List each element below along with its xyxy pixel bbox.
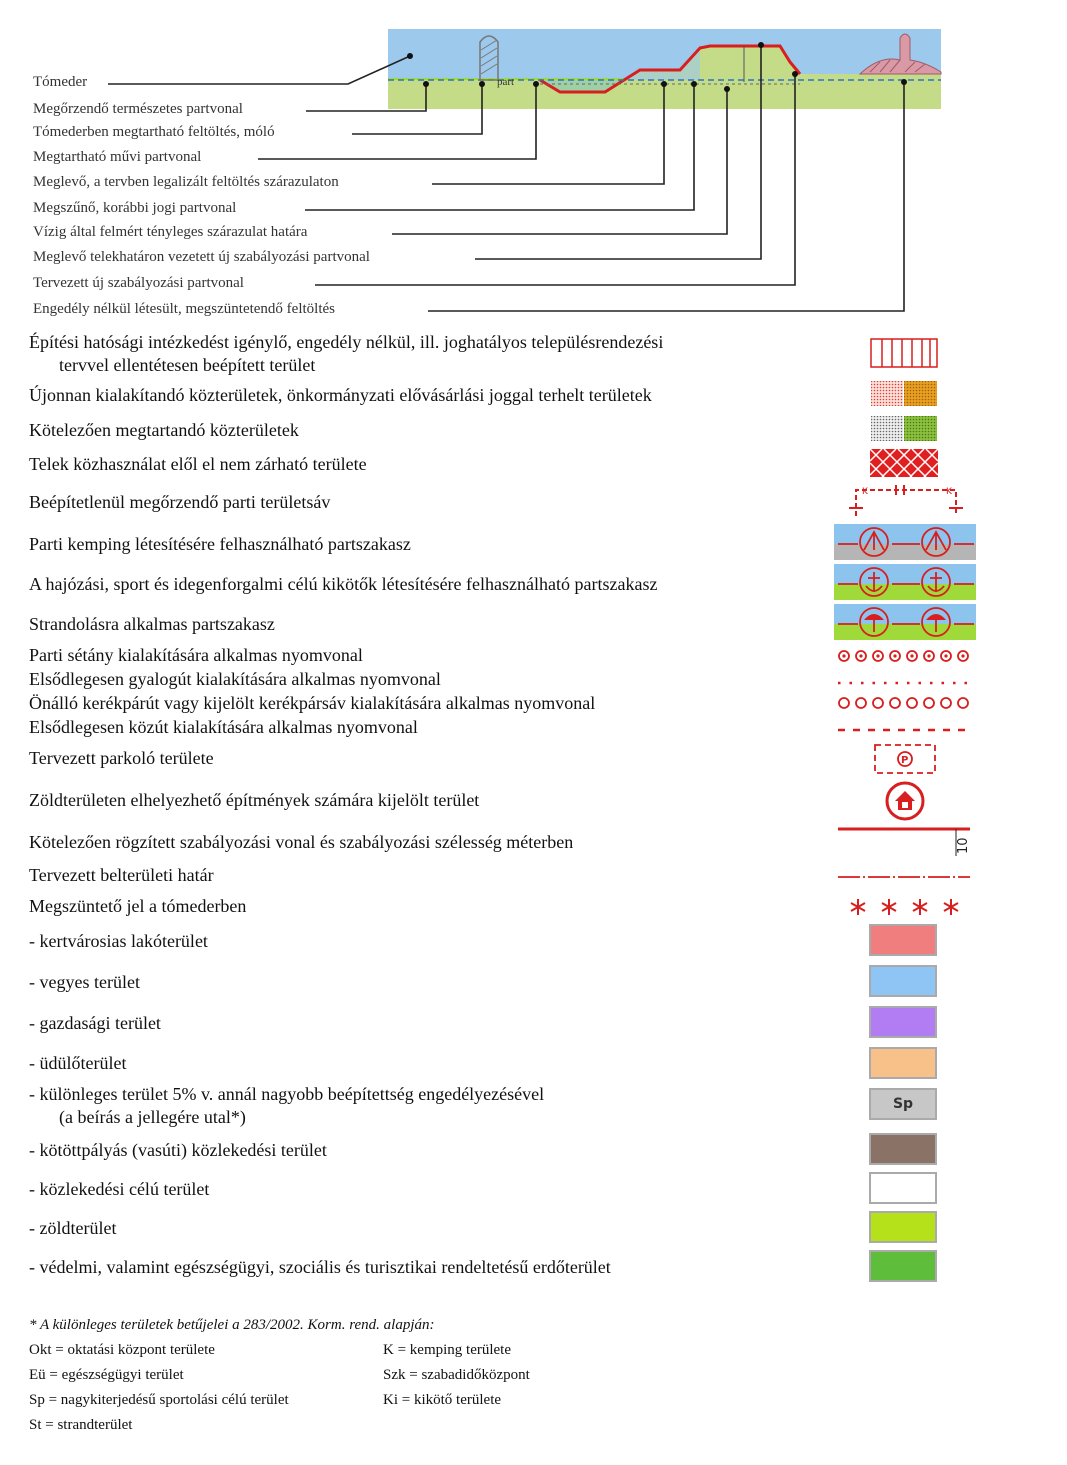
legend-row-beach: Strandolásra alkalmas partszakasz bbox=[29, 614, 275, 634]
parking-icon: P bbox=[874, 744, 936, 774]
red-crosshatch-symbol bbox=[870, 449, 938, 477]
swatch-mixed bbox=[869, 965, 937, 997]
red-dashed-bracket-symbol: K K bbox=[849, 485, 963, 516]
dotted-gray-green-swatch bbox=[871, 416, 937, 441]
legend-row-public-area: Kötelezően megtartandó közterületek bbox=[29, 420, 299, 440]
legend-row-transport: - közlekedési célú terület bbox=[29, 1179, 210, 1199]
hill-hatch-lines bbox=[869, 59, 926, 73]
legend-row-harbour: A hajózási, sport és idegenforgalmi célú… bbox=[29, 574, 658, 594]
legend-row-cycleway: Önálló kerékpárút vagy kijelölt kerékpár… bbox=[29, 693, 596, 713]
special-code: Sp bbox=[892, 1096, 914, 1112]
red-shoreline bbox=[539, 44, 802, 94]
swatch-resort bbox=[869, 1047, 937, 1079]
swatch-economic bbox=[869, 1006, 937, 1038]
red-vertical-hatch-symbol bbox=[870, 338, 938, 368]
regulation-width-value: 10 bbox=[956, 837, 971, 854]
pier-hatch-lines bbox=[480, 39, 498, 75]
diagram-label-pier-fill: Tómederben megtartható feltöltés, móló bbox=[33, 124, 275, 140]
diagram-label-surveyed-boundary: Vízig által felmért tényleges szárazulat… bbox=[33, 224, 308, 240]
hill-profile bbox=[858, 33, 942, 75]
legend-row-economic: - gazdasági terület bbox=[29, 1013, 161, 1033]
swatch-special: Sp bbox=[869, 1088, 937, 1120]
svg-text:K: K bbox=[946, 487, 953, 497]
diagram-label-planned-shoreline: Tervezett új szabályozási partvonal bbox=[33, 275, 244, 291]
swatch-green bbox=[869, 1211, 937, 1243]
diagram-label-illegal-fill: Engedély nélkül létesült, megszüntetendő… bbox=[33, 301, 335, 317]
footnote-left-2: Sp = nagykiterjedésű sportolási célú ter… bbox=[29, 1392, 289, 1408]
legend-row-footpath: Elsődlegesen gyalogút kialakítására alka… bbox=[29, 669, 441, 689]
legend-row-mixed: - vegyes terület bbox=[29, 972, 140, 992]
footnote-left-3: St = strandterület bbox=[29, 1417, 133, 1433]
legend-row-camping: Parti kemping létesítésére felhasználhat… bbox=[29, 534, 411, 554]
legend-text-cont: tervvel ellentétesen beépített terület bbox=[59, 355, 316, 375]
swatch-transport bbox=[869, 1172, 937, 1204]
cross-section-diagram: part Tómeder Megőrzendő természetes part… bbox=[0, 0, 1067, 330]
legend-row-promenade: Parti sétány kialakítására alkalmas nyom… bbox=[29, 645, 363, 665]
footnote-title: * A különleges területek betűjelei a 283… bbox=[29, 1317, 435, 1333]
anchor-icon bbox=[834, 564, 976, 600]
footnote-right-0: K = kemping területe bbox=[383, 1342, 512, 1358]
legend-row-parking: Tervezett parkoló területe bbox=[29, 748, 214, 768]
legend-row-public-use: Telek közhasználat elől el nem zárható t… bbox=[29, 454, 367, 474]
diagram-label-tomeder: Tómeder bbox=[33, 74, 88, 90]
red-circle-dot-line bbox=[838, 650, 969, 662]
legend-text: Építési hatósági intézkedést igénylő, en… bbox=[29, 332, 664, 352]
swatch-railway bbox=[869, 1133, 937, 1165]
red-dashed-line bbox=[838, 728, 970, 732]
boundary-line bbox=[838, 876, 970, 878]
umbrella-icon bbox=[834, 604, 976, 640]
legend-row-road: Elsődlegesen közút kialakítására alkalma… bbox=[29, 717, 418, 737]
footnote-right-1: Szk = szabadidőközpont bbox=[383, 1367, 530, 1383]
diagram-inline-part: part bbox=[497, 76, 514, 88]
legend-row-residential: - kertvárosias lakóterület bbox=[29, 931, 208, 951]
legend-row-new-public-area: Újonnan kialakítandó közterületek, önkor… bbox=[29, 385, 652, 405]
diagram-label-legalized-fill: Meglevő, a tervben legalizált feltöltés … bbox=[33, 174, 339, 190]
legend-row-resort: - üdülőterület bbox=[29, 1053, 127, 1073]
legend-text-cont: (a beírás a jellegére utal*) bbox=[59, 1107, 246, 1127]
footnote-left-1: Eü = egészségügyi terület bbox=[29, 1367, 184, 1383]
legend-row-shore-strip: Beépítetlenül megőrzendő parti területsá… bbox=[29, 492, 331, 512]
legend-row-boundary: Tervezett belterületi határ bbox=[29, 865, 214, 885]
water-body bbox=[540, 48, 700, 92]
dotted-red-orange-swatch bbox=[871, 381, 937, 406]
svg-text:P: P bbox=[901, 755, 908, 766]
red-circle-line bbox=[838, 697, 969, 709]
legend-row-railway: - kötöttpályás (vasúti) közlekedési terü… bbox=[29, 1140, 327, 1160]
legend-row-special: - különleges terület 5% v. annál nagyobb… bbox=[29, 1083, 544, 1129]
diagram-label-natural-shoreline: Megőrzendő természetes partvonal bbox=[33, 101, 243, 117]
legend-row-green: - zöldterület bbox=[29, 1218, 117, 1238]
legend-row-abolish-sign: Megszüntető jel a tómederben bbox=[29, 896, 247, 916]
swatch-forest bbox=[869, 1250, 937, 1282]
diagram-label-new-regulation-line: Meglevő telekhatáron vezetett új szabály… bbox=[33, 249, 370, 265]
legend-row-forest: - védelmi, valamint egészségügyi, szociá… bbox=[29, 1257, 611, 1277]
house-icon bbox=[885, 781, 925, 821]
red-asterisks bbox=[850, 899, 959, 915]
diagram-label-artificial-shoreline: Megtartható művi partvonal bbox=[33, 149, 202, 165]
diagram-label-former-shoreline: Megszűnő, korábbi jogi partvonal bbox=[33, 200, 237, 216]
legend-row-illegal-building: Építési hatósági intézkedést igénylő, en… bbox=[29, 331, 663, 377]
footnote-left-0: Okt = oktatási központ területe bbox=[29, 1342, 215, 1358]
swatch-residential bbox=[869, 924, 937, 956]
legend-row-regulation-line: Kötelezően rögzített szabályozási vonal … bbox=[29, 832, 574, 852]
regulation-line-symbol: 10 bbox=[838, 827, 971, 856]
svg-text:K: K bbox=[862, 487, 869, 497]
pier-hatched bbox=[479, 35, 499, 81]
tent-icon bbox=[834, 524, 976, 560]
legend-row-green-buildings: Zöldterületen elhelyezhető építmények sz… bbox=[29, 790, 480, 810]
legend-text: - különleges terület 5% v. annál nagyobb… bbox=[29, 1084, 545, 1104]
footnote-right-2: Ki = kikötő területe bbox=[383, 1392, 502, 1408]
cross-section-figure: part bbox=[108, 29, 942, 312]
red-dotted-line bbox=[838, 681, 970, 685]
